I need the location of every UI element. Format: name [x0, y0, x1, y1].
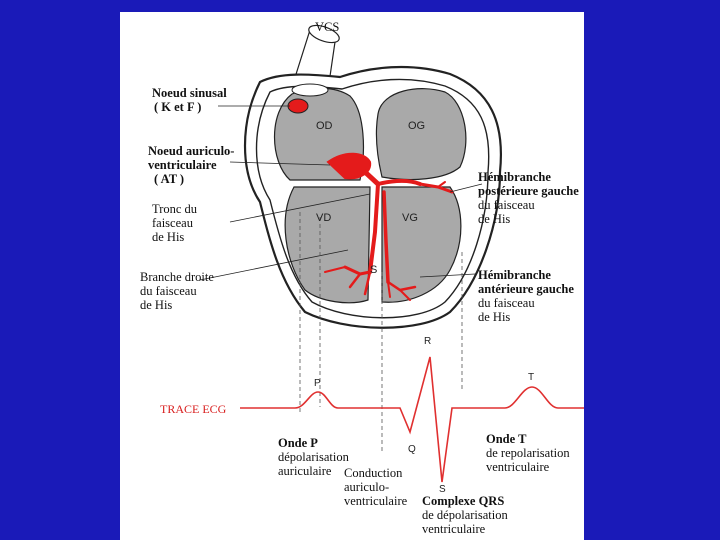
chamber-label-vd: VD — [316, 212, 331, 224]
label-noeud-sinusal: Noeud sinusal — [152, 86, 227, 100]
label-qrs-1: Complexe QRS — [422, 494, 504, 508]
label-branche-1: Branche droite — [140, 270, 214, 284]
wave-t: T — [528, 372, 534, 383]
ecg-trace-label: TRACE ECG — [160, 402, 226, 416]
label-branche-2: du faisceau — [140, 284, 197, 298]
label-tronc-1: Tronc du — [152, 202, 197, 216]
chamber-label-od: OD — [316, 120, 333, 132]
wave-q: Q — [408, 444, 416, 455]
label-hemi-ant-2: antérieure gauche — [478, 282, 574, 296]
label-hemi-ant-3: du faisceau — [478, 296, 535, 310]
label-vcs: VCS — [315, 20, 339, 34]
wave-r: R — [424, 336, 431, 347]
label-hemi-post-2: postérieure gauche — [478, 184, 579, 198]
label-hemi-post-3: du faisceau — [478, 198, 535, 212]
label-onde-t-3: ventriculaire — [486, 460, 549, 474]
label-onde-t-2: de repolarisation — [486, 446, 570, 460]
wave-p: P — [314, 378, 321, 389]
label-qrs-3: ventriculaire — [422, 522, 485, 536]
label-qrs-2: de dépolarisation — [422, 508, 508, 522]
label-conduction-1: Conduction — [344, 466, 402, 480]
label-onde-p-1: Onde P — [278, 436, 318, 450]
label-onde-p-2: dépolarisation — [278, 450, 349, 464]
label-tronc-2: faisceau — [152, 216, 193, 230]
sinus-node — [288, 99, 308, 113]
chamber-label-vg: VG — [402, 212, 418, 224]
label-branche-3: de His — [140, 298, 172, 312]
label-tronc-3: de His — [152, 230, 184, 244]
chamber-label-og: OG — [408, 120, 425, 132]
label-conduction-3: ventriculaire — [344, 494, 407, 508]
label-noeud-av-1: Noeud auriculo- — [148, 144, 234, 158]
label-noeud-sinusal-sub: ( K et F ) — [154, 100, 201, 114]
chamber-og — [376, 89, 466, 180]
label-hemi-post-1: Hémibranche — [478, 170, 551, 184]
label-hemi-ant-1: Hémibranche — [478, 268, 551, 282]
label-hemi-post-4: de His — [478, 212, 510, 226]
label-onde-t-1: Onde T — [486, 432, 526, 446]
label-onde-p-3: auriculaire — [278, 464, 331, 478]
label-noeud-av-2: ventriculaire — [148, 158, 217, 172]
label-conduction-2: auriculo- — [344, 480, 389, 494]
chamber-label-s: S — [370, 264, 377, 276]
label-hemi-ant-4: de His — [478, 310, 510, 324]
label-noeud-av-3: ( AT ) — [154, 172, 184, 186]
diagram-panel: VCS Noeud sinusal ( K et F ) Noeud auric… — [120, 12, 584, 540]
